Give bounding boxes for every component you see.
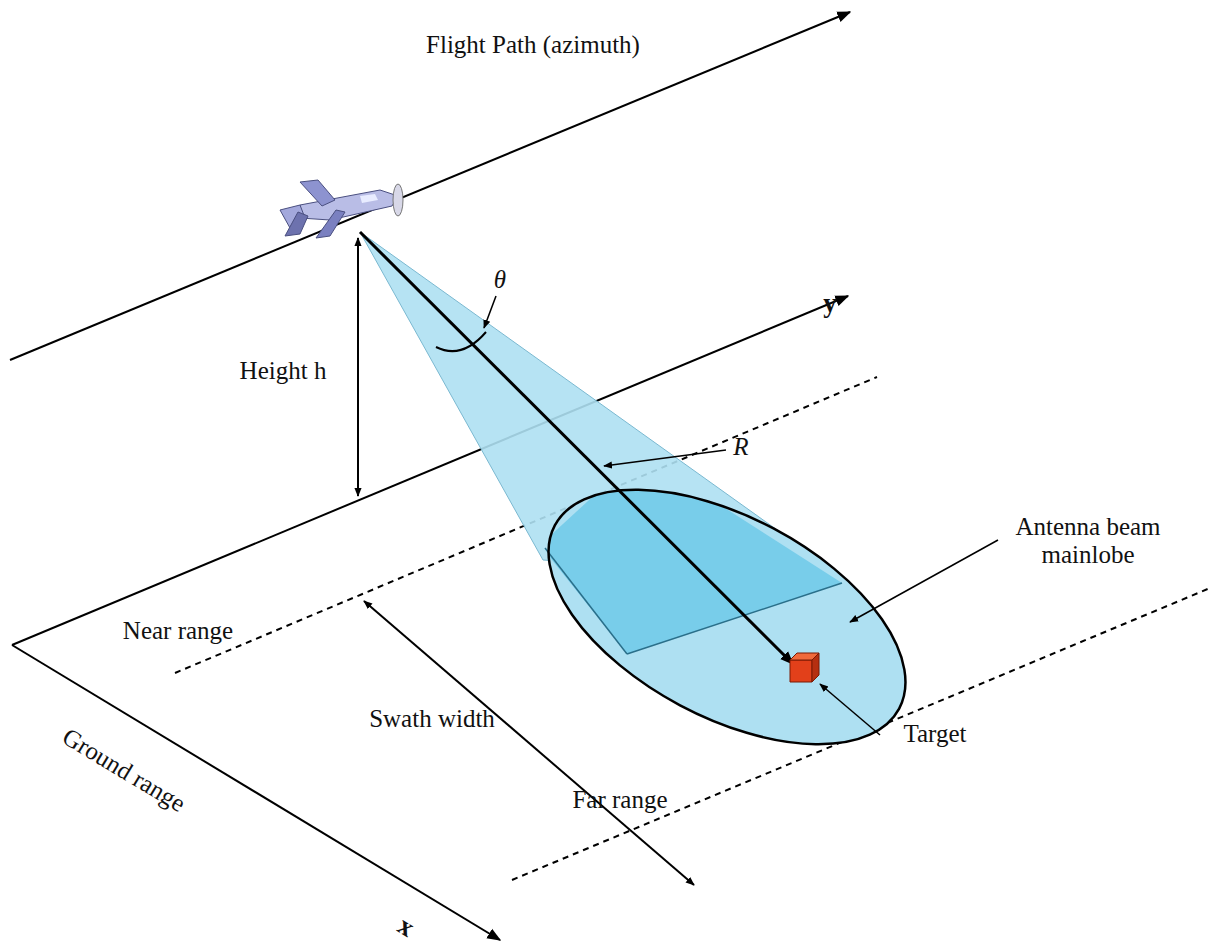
beam-edge [545,548,627,654]
beam-edge [627,583,842,654]
axis-label: x [393,911,420,943]
swath-width-label: Swath width [369,705,495,733]
height-label: Height h [240,357,327,385]
range-leader [604,450,726,466]
ground-range-label: Ground range [58,723,191,818]
axis-label: y [823,289,837,319]
beam-outline [508,437,946,797]
aircraft [280,180,403,238]
theta-leader [484,296,496,328]
range-label: R [733,433,748,461]
swath-width-arrow [364,601,694,885]
flight-path-label: Flight Path (azimuth) [426,31,640,59]
beam-footprint [508,437,946,797]
target-leader [820,684,880,735]
slant-range-arrow [360,232,793,664]
target-label: Target [903,720,966,748]
x-axis [12,645,500,940]
height-arrow [357,238,359,496]
far-range-label: Far range [572,786,667,814]
beam-overlap [540,490,842,654]
mainlobe-label: Antenna beam mainlobe [998,513,1178,568]
target-box [812,653,819,682]
theta-label: θ [494,266,506,294]
mainlobe-leader [850,540,998,622]
near-range-label: Near range [123,617,233,645]
target-box [790,660,812,682]
theta-arc [436,332,486,351]
